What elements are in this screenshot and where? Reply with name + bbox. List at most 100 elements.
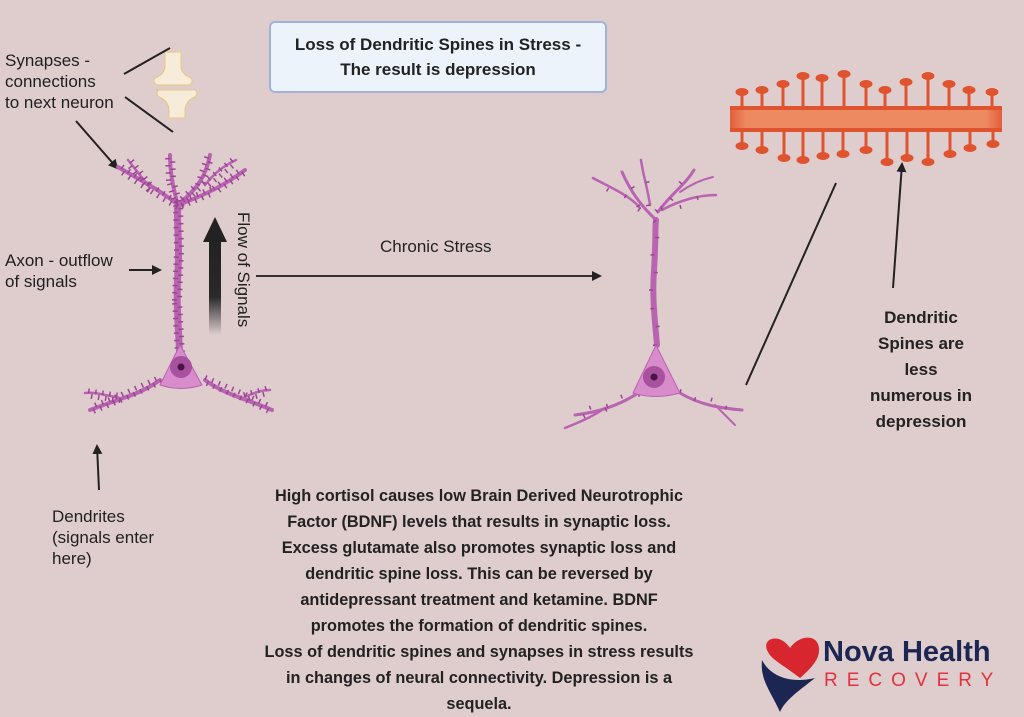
spine xyxy=(203,174,209,178)
dendrites-arrow xyxy=(92,444,103,491)
spine xyxy=(139,177,144,183)
synapses-label-line: connections xyxy=(5,72,96,91)
spine xyxy=(232,392,236,398)
spine xyxy=(645,204,651,207)
spine xyxy=(145,385,150,391)
spine xyxy=(225,389,230,395)
spine xyxy=(230,386,235,392)
spine xyxy=(223,162,229,168)
explanation-line: antidepressant treatment and ketamine. B… xyxy=(300,591,658,609)
spine-head xyxy=(986,140,1000,148)
spine-head xyxy=(777,154,791,162)
dendrites-label-line: here) xyxy=(52,549,92,568)
healthy-nucleolus xyxy=(177,363,185,371)
spine xyxy=(174,192,181,196)
spine xyxy=(114,394,118,400)
spines-note-line: Spines are xyxy=(878,334,964,353)
spine xyxy=(223,183,228,189)
spine xyxy=(196,186,202,192)
spine xyxy=(229,164,235,169)
spine xyxy=(262,391,265,398)
spine xyxy=(168,194,172,200)
spine xyxy=(120,391,125,397)
spine-head xyxy=(900,154,914,162)
spine xyxy=(132,170,138,175)
spine xyxy=(223,177,228,183)
spine xyxy=(201,162,207,166)
spine xyxy=(204,375,208,381)
spine xyxy=(652,219,657,224)
heart-in-hand-icon xyxy=(761,637,820,712)
spine xyxy=(654,208,659,213)
synapses-label: Synapses - connections to next neuron xyxy=(5,50,114,113)
spine xyxy=(90,393,93,400)
spine xyxy=(224,383,228,389)
spine xyxy=(134,164,139,169)
spine xyxy=(207,160,213,164)
spine xyxy=(242,391,246,398)
spine xyxy=(257,398,262,404)
spine xyxy=(264,385,268,392)
spine xyxy=(126,168,131,174)
spine-head xyxy=(880,158,894,166)
spine xyxy=(99,405,103,411)
explanation-line: Excess glutamate also promotes synaptic … xyxy=(281,539,677,557)
spine xyxy=(128,165,133,170)
spine xyxy=(105,403,110,409)
spine xyxy=(197,176,203,180)
spine xyxy=(605,403,609,409)
logo-name: Nova Health xyxy=(823,636,991,668)
spine xyxy=(125,394,130,400)
explanation-line: Factor (BDNF) levels that results in syn… xyxy=(287,513,671,531)
spine xyxy=(623,194,628,199)
title-line-2: The result is depression xyxy=(340,60,536,79)
spine xyxy=(229,173,234,179)
spine-head xyxy=(796,156,810,164)
spine xyxy=(212,383,216,390)
spine xyxy=(212,171,217,177)
spine xyxy=(172,185,179,188)
spine xyxy=(156,193,160,199)
spine xyxy=(217,187,222,193)
spine xyxy=(152,382,157,388)
spine xyxy=(147,379,151,385)
spine-head xyxy=(755,146,769,154)
dendrites-label-line: (signals enter xyxy=(52,528,155,547)
synapse-pointer-line-top xyxy=(123,47,171,75)
explanation-line: sequela. xyxy=(446,695,512,713)
spine-head xyxy=(776,80,790,88)
spine xyxy=(211,185,216,191)
spine xyxy=(582,414,586,419)
spine xyxy=(237,389,241,395)
chronic-stress-label: Chronic Stress xyxy=(380,237,492,256)
spine-head xyxy=(962,86,976,94)
zoom-pointer-line xyxy=(745,182,837,386)
spine-head xyxy=(735,88,749,96)
spine xyxy=(185,190,190,196)
title-box: Loss of Dendritic Spines in Stress - The… xyxy=(269,21,607,93)
spine xyxy=(235,169,240,175)
spine xyxy=(101,390,104,396)
spine xyxy=(108,391,111,397)
healthy-dendritic-spines xyxy=(87,156,270,414)
spine xyxy=(92,408,96,414)
spine xyxy=(195,182,201,186)
spine-head xyxy=(816,152,830,160)
spine xyxy=(201,180,206,186)
spine xyxy=(170,197,177,200)
dendritic-spine-closeup xyxy=(735,70,1000,166)
explanation-text: High cortisol causes low Brain Derived N… xyxy=(222,483,736,717)
spine xyxy=(254,393,258,400)
flow-of-signals-arrow xyxy=(203,217,227,335)
spine xyxy=(153,376,158,382)
spine-head xyxy=(815,74,829,82)
spine xyxy=(162,197,167,203)
spine xyxy=(693,397,697,402)
spine xyxy=(94,389,97,395)
spine xyxy=(132,391,137,397)
title-line-1: Loss of Dendritic Spines in Stress - xyxy=(294,35,582,54)
dendrites-label-line: Dendrites xyxy=(52,507,125,526)
spine xyxy=(166,182,173,186)
explanation-line: Loss of dendritic spines and synapses in… xyxy=(264,643,694,661)
spine xyxy=(630,185,635,190)
